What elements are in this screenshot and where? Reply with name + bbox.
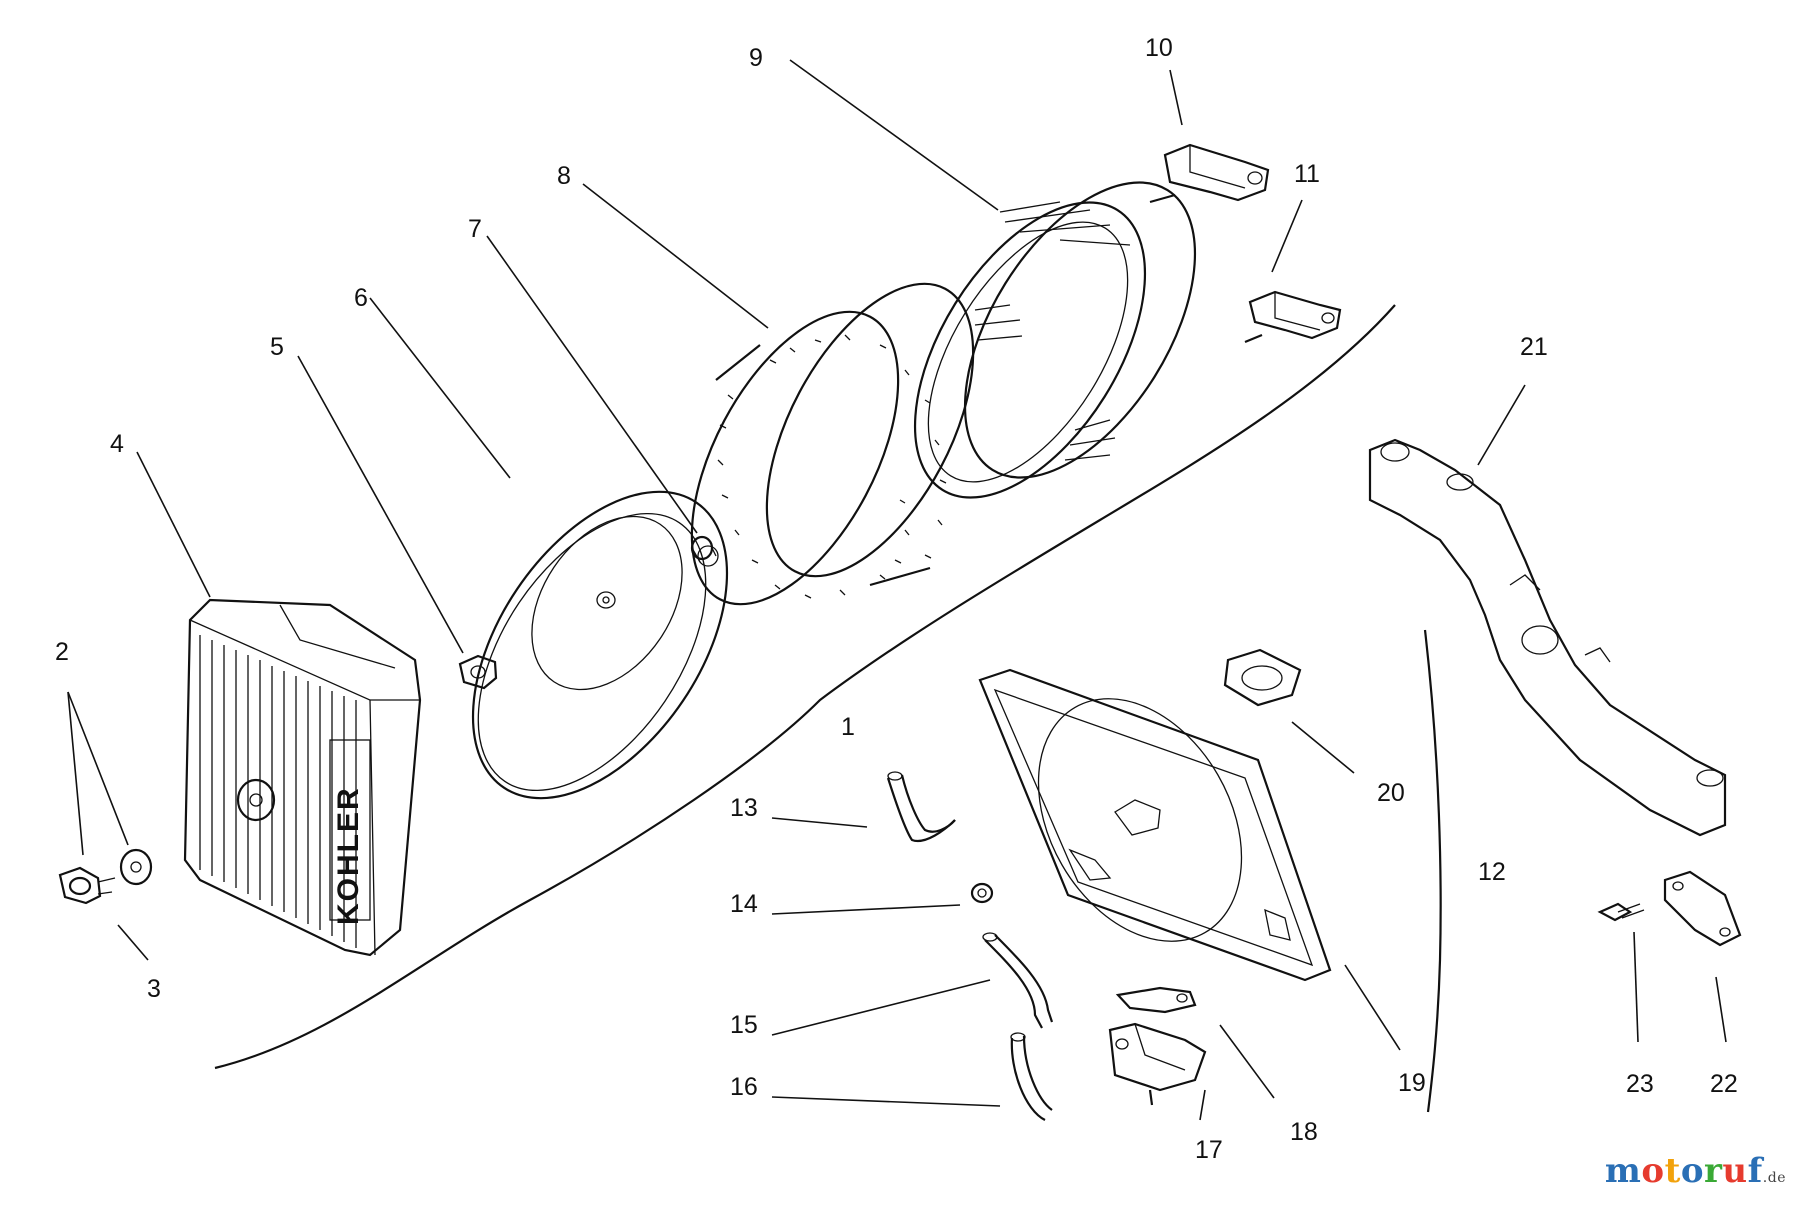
callout-7: 7 <box>468 215 482 243</box>
leader-23 <box>1633 931 1639 1043</box>
callout-19: 19 <box>1398 1069 1426 1097</box>
breather-hose-13 <box>886 771 956 843</box>
callout-12: 12 <box>1478 858 1506 886</box>
leader-7 <box>486 235 698 534</box>
leader-8 <box>582 183 769 329</box>
leader-21 <box>1477 384 1526 466</box>
callout-3: 3 <box>147 975 161 1003</box>
watermark-letter: m <box>1604 1151 1642 1191</box>
callout-6: 6 <box>354 284 368 312</box>
bracket-10 <box>1149 143 1270 204</box>
callout-1: 1 <box>841 713 855 741</box>
foam-texture <box>717 334 947 599</box>
gasket-20 <box>1223 648 1302 707</box>
cover-brand-text: KOHLER <box>332 786 365 925</box>
watermark-letter: o <box>1680 1151 1704 1191</box>
paper-air-filter <box>913 181 1197 499</box>
watermark-letter: r <box>1704 1151 1723 1191</box>
bracket-12 <box>1423 629 1442 1113</box>
callout-18: 18 <box>1290 1118 1318 1146</box>
screw-23 <box>1597 902 1645 922</box>
callout-9: 9 <box>749 44 763 72</box>
leader-16 <box>771 1096 1001 1107</box>
watermark-letter: u <box>1722 1151 1748 1191</box>
cover-knob <box>236 778 276 822</box>
intake-manifold <box>1368 438 1727 837</box>
callout-16: 16 <box>730 1073 758 1101</box>
leader-9 <box>789 59 999 211</box>
callout-4: 4 <box>110 430 124 458</box>
leader-11 <box>1271 199 1303 273</box>
callout-23: 23 <box>1626 1070 1654 1098</box>
leader-20 <box>1291 721 1355 774</box>
pleat-hatching <box>974 201 1131 461</box>
hose-clamp-14 <box>970 882 994 904</box>
foam-precleaner <box>690 282 975 606</box>
callout-8: 8 <box>557 162 571 190</box>
callout-20: 20 <box>1377 779 1405 807</box>
breather-hose-15 <box>982 932 1054 1029</box>
element-cover-plate <box>471 490 729 800</box>
callout-14: 14 <box>730 890 758 918</box>
air-cleaner-cover: KOHLER <box>183 598 422 957</box>
callout-15: 15 <box>730 1011 758 1039</box>
breather-hose-16 <box>1010 1032 1053 1121</box>
leader-14 <box>771 904 961 915</box>
leader-5 <box>297 355 464 654</box>
leader-4 <box>136 451 211 598</box>
watermark-letter: f <box>1747 1151 1763 1191</box>
callout-labels: 1 2 3 4 5 6 7 8 9 10 11 12 13 14 15 16 1… <box>55 34 1738 1164</box>
watermark-letter: t <box>1664 1151 1681 1191</box>
watermark-logo: motoruf.de <box>1605 1151 1786 1191</box>
bracket-11 <box>1244 290 1342 344</box>
leader-2a <box>67 691 84 856</box>
callout-2: 2 <box>55 638 69 666</box>
divider-curve <box>214 304 1396 1070</box>
mounting-bracket-17 <box>1108 1022 1207 1106</box>
callout-10: 10 <box>1145 34 1173 62</box>
watermark-letter: o <box>1641 1151 1665 1191</box>
air-cleaner-base <box>978 668 1332 982</box>
callout-22: 22 <box>1710 1070 1738 1098</box>
leader-6 <box>369 297 511 479</box>
leader-19 <box>1344 964 1401 1051</box>
leader-15 <box>771 979 991 1036</box>
washer-part <box>119 848 153 886</box>
leader-13 <box>771 817 868 828</box>
callout-13: 13 <box>730 794 758 822</box>
callout-11: 11 <box>1294 160 1320 188</box>
leader-10 <box>1169 69 1183 126</box>
callout-21: 21 <box>1520 333 1548 361</box>
watermark-tld: .de <box>1762 1170 1786 1186</box>
gasket-22 <box>1663 870 1742 947</box>
watermark-letters: motoruf <box>1605 1151 1763 1191</box>
wing-nut-part <box>58 866 116 905</box>
callout-17: 17 <box>1195 1136 1223 1164</box>
leader-18 <box>1219 1024 1275 1099</box>
gasket-18 <box>1115 986 1197 1014</box>
leader-22 <box>1715 976 1727 1043</box>
leader-2b <box>67 691 129 846</box>
leader-3 <box>117 924 149 961</box>
callout-5: 5 <box>270 333 284 361</box>
leader-lines <box>67 59 1727 1121</box>
leader-17 <box>1199 1089 1206 1121</box>
